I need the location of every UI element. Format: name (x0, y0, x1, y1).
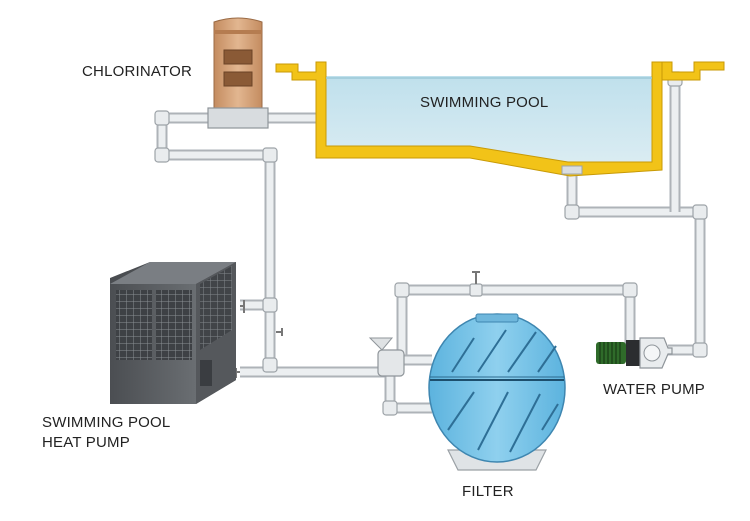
water-pump-label: WATER PUMP (603, 381, 705, 398)
sand-filter: FILTER (428, 313, 566, 500)
swimming-pool: SWIMMING POOL (275, 61, 725, 177)
pool-label: SWIMMING POOL (420, 94, 548, 111)
water-pump: WATER PUMP (596, 337, 705, 398)
heat-pump: SWIMMING POOL HEAT PUMP (42, 262, 236, 451)
pipe-fittings (154, 71, 708, 416)
chlorinator: CHLORINATOR (82, 17, 269, 129)
heat-pump-label-line1: SWIMMING POOL (42, 414, 170, 431)
chlorinator-label: CHLORINATOR (82, 63, 192, 80)
filter-label: FILTER (462, 483, 514, 500)
heat-pump-label-line2: HEAT PUMP (42, 434, 130, 451)
